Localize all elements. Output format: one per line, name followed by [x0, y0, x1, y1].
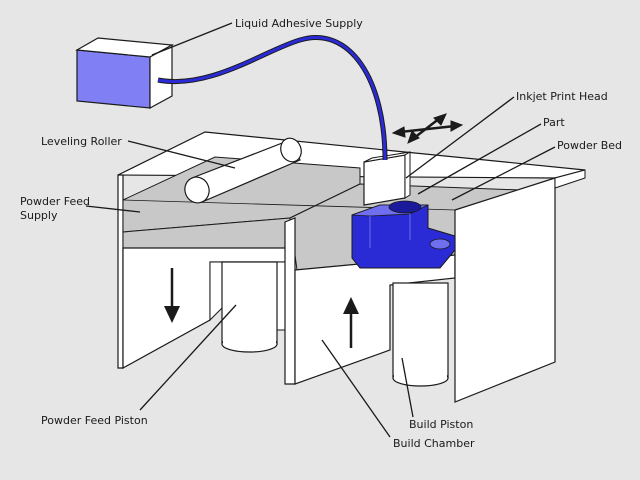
label-inkjet-print-head: Inkjet Print Head: [516, 90, 608, 103]
machine-left-wall: [117, 174, 124, 369]
machine-right-wall-edge: [554, 169, 586, 189]
label-powder-bed: Powder Bed: [557, 139, 622, 152]
powder-feed-piston: [221, 261, 278, 353]
center-divider-wall: [284, 217, 296, 385]
adhesive-tube-fill: [157, 36, 387, 161]
leader-lines: [85, 22, 556, 438]
label-build-piston: Build Piston: [409, 418, 473, 431]
label-powder-feed-supply-line1: Powder Feed: [20, 195, 90, 208]
feed-piston-down-arrow-icon: [164, 268, 180, 323]
printed-part: [351, 200, 456, 269]
print-head-movement-arrows-icon: [391, 113, 464, 144]
machine-right-wall: [454, 177, 556, 403]
label-powder-feed-supply-line2: Supply: [20, 209, 58, 222]
build-piston-up-arrow-icon: [343, 297, 359, 348]
liquid-adhesive-supply-tank: [75, 37, 175, 110]
build-piston: [392, 282, 449, 387]
leveling-roller: [184, 137, 302, 204]
label-part: Part: [543, 116, 565, 129]
label-build-chamber: Build Chamber: [393, 437, 475, 450]
label-leveling-roller: Leveling Roller: [41, 135, 122, 148]
label-powder-feed-piston: Powder Feed Piston: [41, 414, 148, 427]
label-liquid-adhesive-supply: Liquid Adhesive Supply: [235, 17, 363, 30]
